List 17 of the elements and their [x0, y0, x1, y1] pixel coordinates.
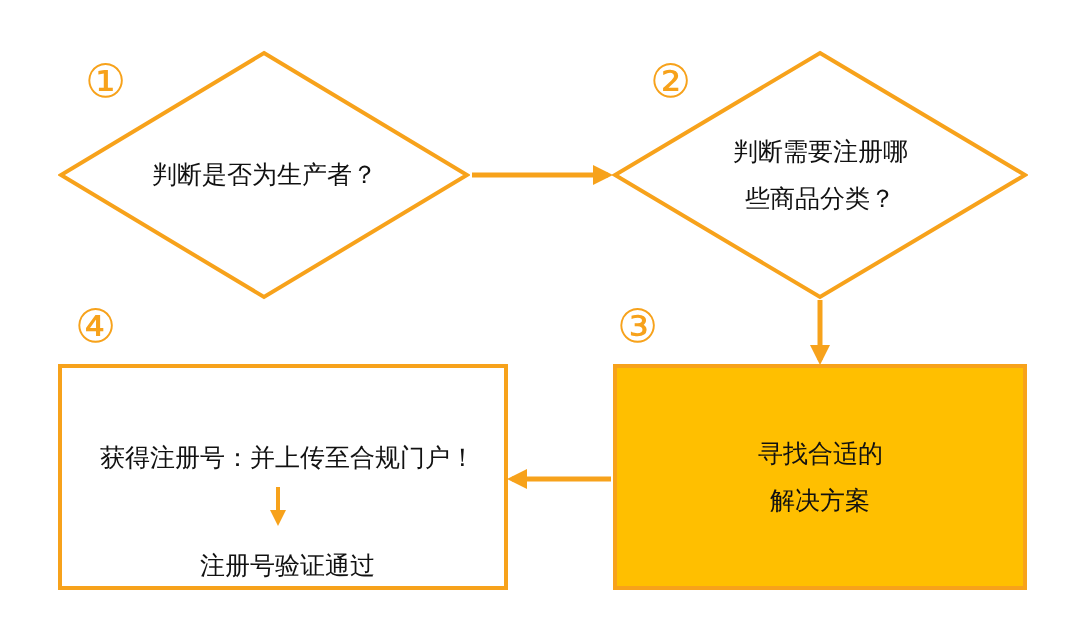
step-text: 注册号验证通过	[199, 550, 375, 583]
node-text: 判断需要注册哪些商品分类？	[731, 135, 909, 215]
arrow	[810, 300, 830, 365]
arrow	[472, 165, 613, 185]
arrow	[270, 487, 286, 526]
step-number: ②	[650, 58, 692, 104]
step-number: ③	[617, 303, 659, 349]
step-number: ④	[75, 303, 117, 349]
node-text: 寻找合适的解决方案	[756, 437, 884, 517]
step-text: 获得注册号：并上传至合规门户！	[99, 442, 475, 475]
step-number: ①	[85, 58, 127, 104]
decision-diamond	[612, 50, 1028, 300]
decision-diamond	[58, 50, 470, 300]
process-box	[613, 364, 1027, 590]
node-text: 判断是否为生产者？	[151, 159, 377, 192]
arrow	[507, 469, 611, 489]
process-box	[58, 364, 508, 590]
